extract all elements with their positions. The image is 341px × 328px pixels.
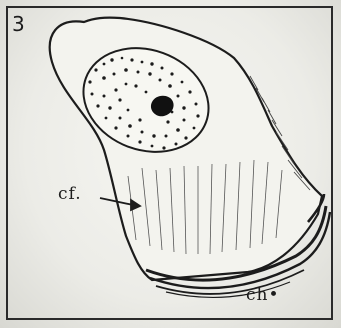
label-cf: cf. — [58, 186, 82, 203]
label-ch: ch• — [246, 287, 280, 304]
figure-number: 3 — [12, 14, 25, 34]
